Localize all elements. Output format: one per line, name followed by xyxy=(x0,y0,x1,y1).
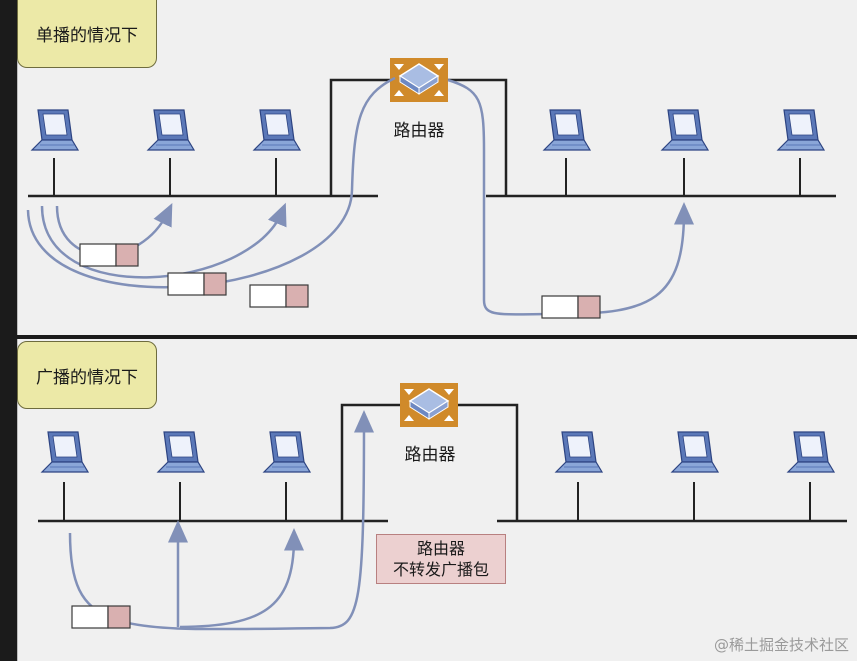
laptop-icon xyxy=(671,431,719,473)
broadcast-title: 广播的情况下 xyxy=(17,341,157,409)
packet-icon xyxy=(167,272,227,296)
laptop-icon xyxy=(543,109,591,151)
watermark: @稀土掘金技术社区 xyxy=(713,636,849,654)
packet-icon xyxy=(249,284,309,308)
packet-icon xyxy=(541,295,601,319)
unicast-title: 单播的情况下 xyxy=(17,0,157,68)
packet-icon xyxy=(71,605,131,629)
router-note-line1: 路由器 xyxy=(416,539,465,558)
laptop-icon xyxy=(147,109,195,151)
router-label: 路由器 xyxy=(404,445,456,465)
router-note: 路由器 不转发广播包 xyxy=(376,534,506,584)
laptop-icon xyxy=(787,431,835,473)
broadcast-network xyxy=(38,382,847,631)
laptop-icon xyxy=(41,431,89,473)
router-label: 路由器 xyxy=(393,121,445,141)
laptop-icon xyxy=(555,431,603,473)
laptop-icon xyxy=(661,109,709,151)
router-icon xyxy=(399,382,459,428)
laptop-icon xyxy=(263,431,311,473)
laptop-icon xyxy=(31,109,79,151)
router-note-line2: 不转发广播包 xyxy=(392,560,489,579)
laptop-icon xyxy=(777,109,825,151)
laptop-icon xyxy=(253,109,301,151)
laptop-icon xyxy=(157,431,205,473)
unicast-network xyxy=(26,57,836,319)
unicast-panel xyxy=(17,0,857,335)
packet-icon xyxy=(79,243,139,267)
router-icon xyxy=(389,57,449,103)
